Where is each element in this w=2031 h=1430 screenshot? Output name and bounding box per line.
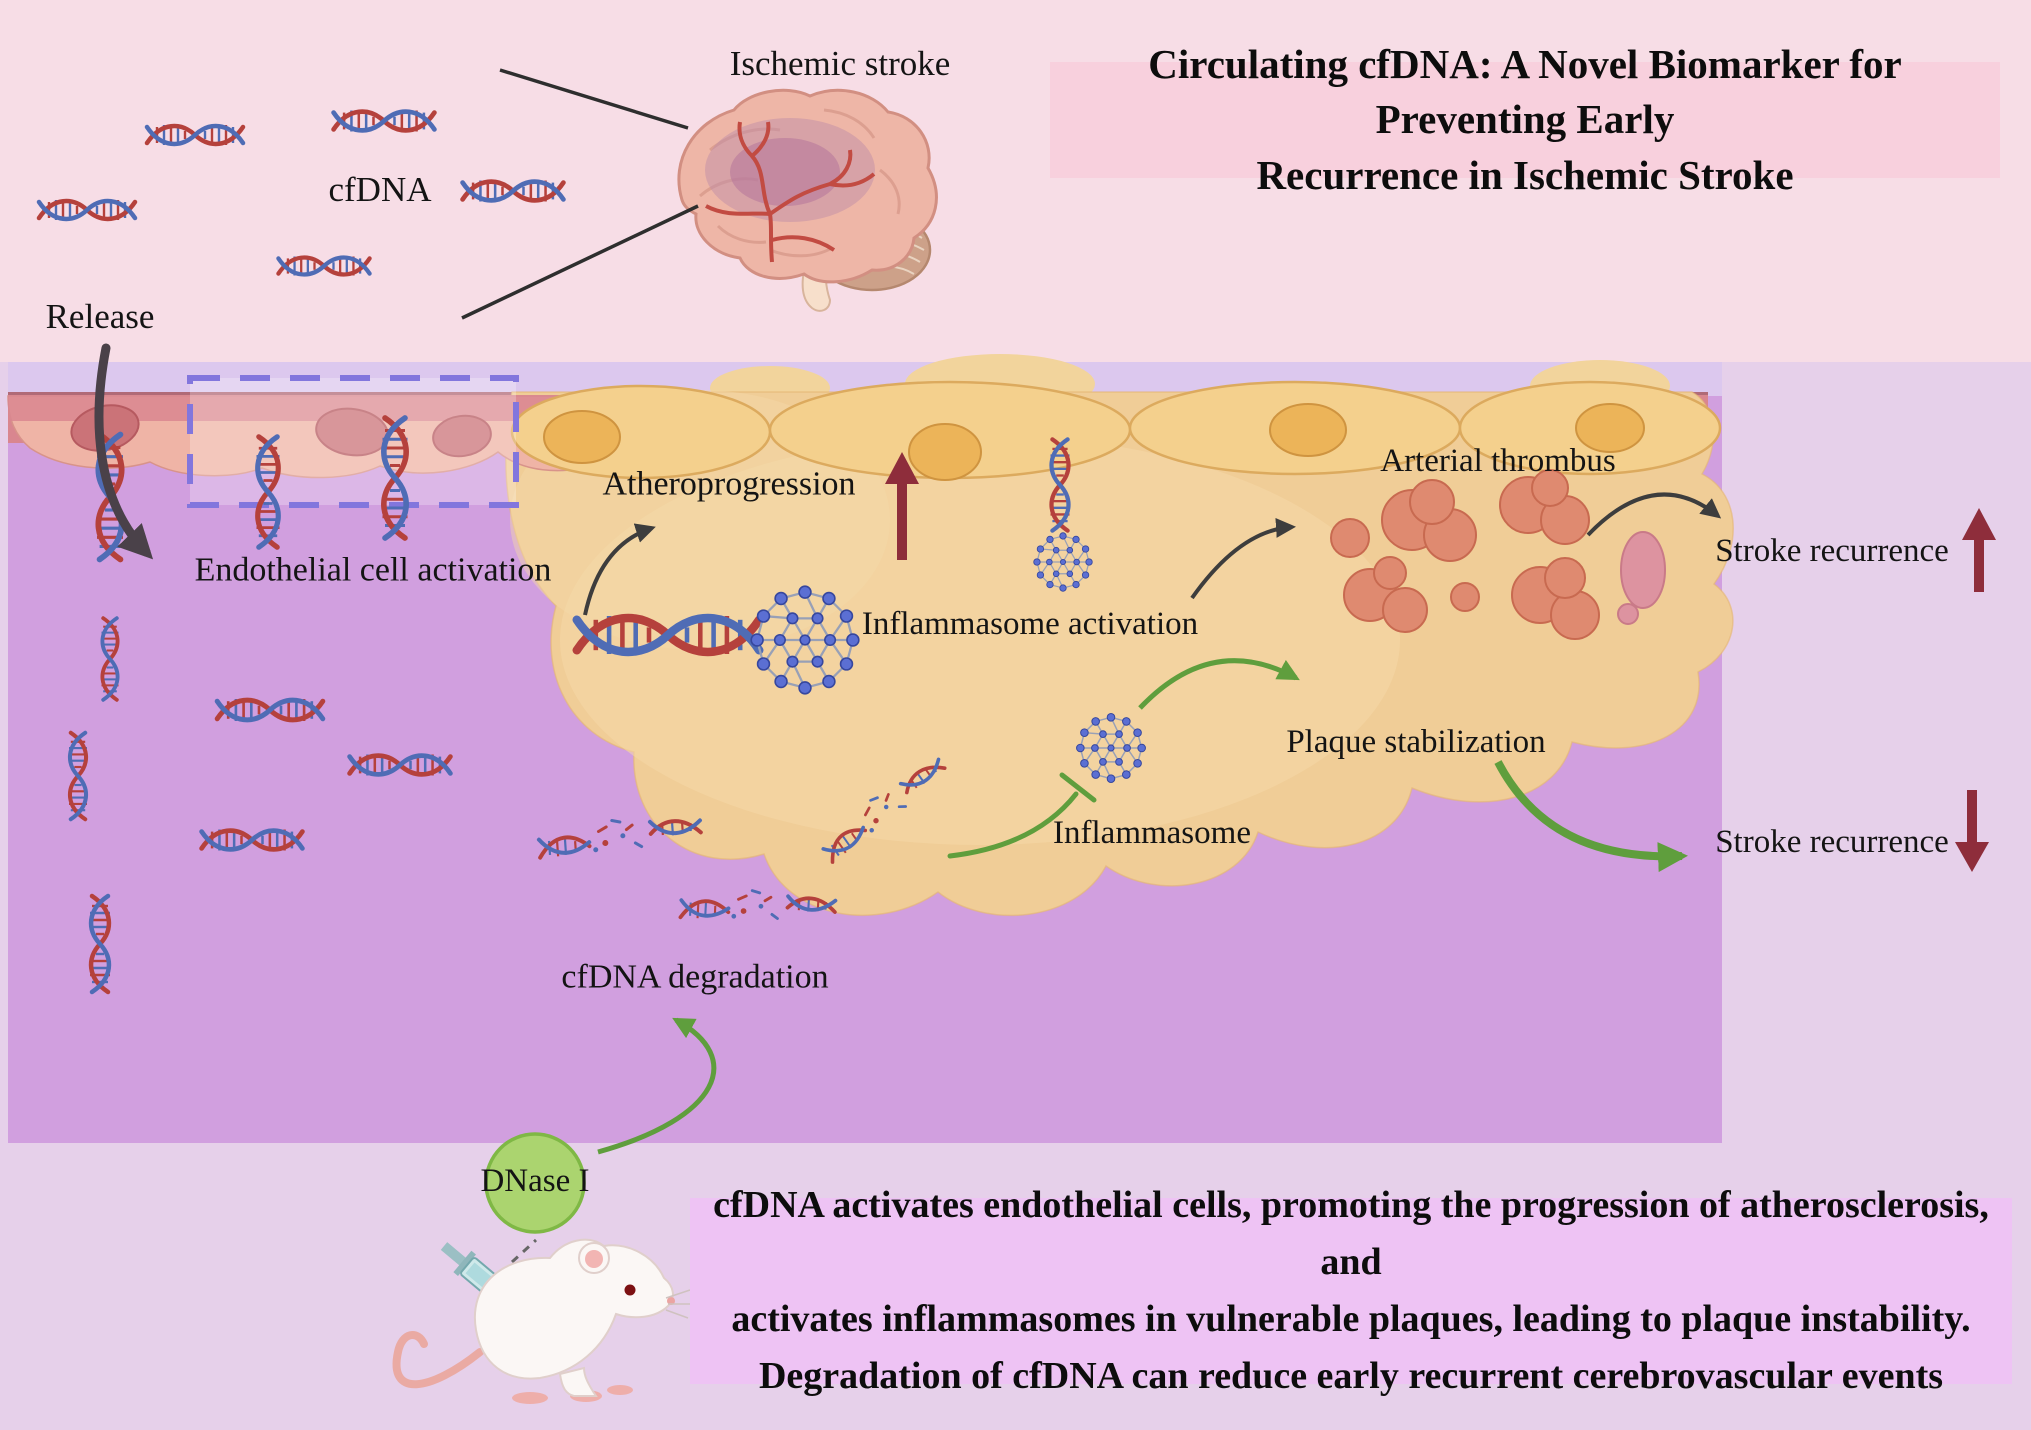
release-arrow: [94, 343, 154, 560]
label-plaque-stabilization: Plaque stabilization: [1286, 723, 1546, 760]
label-endothelial-activation: Endothelial cell activation: [194, 551, 552, 589]
title-line-2: Recurrence in Ischemic Stroke: [1256, 151, 1794, 198]
label-inflammasome: Inflammasome: [1053, 814, 1251, 851]
to-thrombus-arrow: [1190, 517, 1296, 600]
label-dnase: DNase I: [480, 1162, 590, 1199]
summary-line-1: cfDNA activates endothelial cells, promo…: [713, 1184, 1989, 1283]
label-ischemic-stroke: Ischemic stroke: [729, 43, 951, 83]
increase-arrow-atheroprogression: [885, 452, 919, 560]
endothelium-highlight-box: [187, 375, 519, 508]
mouse-illustration: [392, 1238, 694, 1404]
brain-illustration: [677, 88, 938, 312]
atheroprogression-arrow: [583, 523, 656, 616]
label-release: Release: [45, 296, 155, 336]
label-stroke-recurrence-up: Stroke recurrence: [1715, 532, 1949, 569]
degradation-arrow: [597, 1017, 717, 1155]
foam-cell-nucleus: [1269, 403, 1347, 457]
foam-cell-nucleus: [543, 410, 621, 464]
inhibition-arrow-dnase: [947, 772, 1097, 859]
reduce-recurrence-arrow: [1494, 760, 1688, 873]
dnase-circle: [484, 1132, 586, 1234]
foam-cell-nucleus: [1575, 403, 1645, 453]
blood-plasma-background: [0, 0, 2031, 362]
to-stroke-recurrence-arrow: [1586, 492, 1722, 537]
label-cfdna: cfDNA: [328, 169, 432, 209]
decrease-arrow-stroke-recurrence: [1955, 790, 1989, 872]
cerebral-artery: [705, 121, 876, 263]
pointer-lines: [461, 68, 699, 320]
arterial-thrombus-cluster: [1330, 469, 1666, 640]
label-inflammasome-activation: Inflammasome activation: [861, 605, 1199, 642]
summary-box: cfDNA activates endothelial cells, promo…: [690, 1184, 2012, 1397]
label-arterial-thrombus: Arterial thrombus: [1380, 442, 1616, 479]
mouse-eye: [624, 1284, 636, 1296]
summary-line-2: activates inflammasomes in vulnerable pl…: [731, 1298, 1971, 1340]
label-atheroprogression: Atheroprogression: [602, 465, 856, 503]
foam-cell-layer: [510, 380, 1722, 481]
title-box: Circulating cfDNA: A Novel Biomarker for…: [1050, 41, 2000, 198]
increase-arrow-stroke-recurrence: [1962, 508, 1996, 592]
mouse-tail: [392, 1331, 484, 1389]
label-cfdna-degradation: cfDNA degradation: [561, 958, 829, 996]
title-line-1: Circulating cfDNA: A Novel Biomarker for…: [1148, 40, 1902, 143]
summary-line-3: Degradation of cfDNA can reduce early re…: [758, 1355, 1944, 1397]
label-stroke-recurrence-down: Stroke recurrence: [1715, 823, 1949, 860]
stabilization-arrow: [1138, 658, 1300, 710]
endothelial-nucleus: [432, 414, 492, 458]
foam-cell-nucleus: [908, 423, 982, 481]
